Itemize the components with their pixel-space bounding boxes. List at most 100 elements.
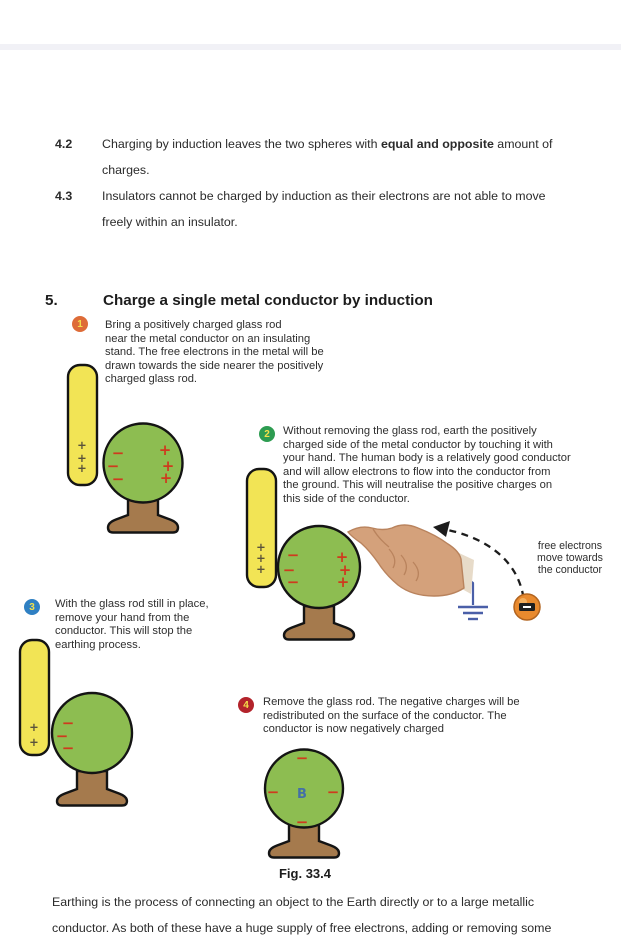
minus-sign: − [112, 444, 125, 462]
step-number: 4 [243, 699, 249, 711]
insulating-stand [55, 769, 129, 807]
metal-conductor [102, 422, 184, 504]
plus-sign: + [336, 548, 349, 566]
figure-caption: Fig. 33.4 [278, 866, 332, 881]
plus-sign: + [339, 561, 352, 579]
plus-sign: + [77, 438, 87, 452]
metal-conductor [263, 748, 345, 829]
footer-paragraph-line: Earthing is the process of connecting an… [52, 895, 535, 909]
step-line: conductor. This will stop the [55, 625, 193, 638]
plus-sign: + [159, 441, 172, 459]
step-3-badge: 3 [24, 599, 40, 615]
item-line: freely within an insulator. [102, 215, 238, 229]
item-text: Charging by induction leaves the two sph… [102, 131, 595, 183]
glass-rod [245, 467, 278, 589]
dashed-arrow [433, 521, 525, 596]
step-line: conductor is now negatively charged [263, 723, 444, 736]
step-line: charged glass rod. [105, 373, 198, 386]
step-4-badge: 4 [238, 697, 254, 713]
step-number: 2 [264, 428, 270, 440]
minus-sign: − [296, 813, 309, 831]
annotation-line: the conductor [537, 563, 603, 576]
step-line: remove your hand from the [55, 611, 190, 624]
hand-image [346, 524, 474, 597]
step-1-badge: 1 [72, 316, 88, 332]
minus-sign: − [62, 739, 75, 757]
plus-sign: + [256, 562, 266, 576]
step-line: charged side of the metal conductor by t… [283, 438, 553, 451]
insulating-stand [282, 604, 356, 641]
list-item-4-3: 4.3 Insulators cannot be charged by indu… [55, 183, 595, 235]
step-line: and will allow electrons to flow into th… [283, 465, 551, 478]
section-title: Charge a single metal conductor by induc… [103, 292, 433, 309]
list-item-4-2: 4.2 Charging by induction leaves the two… [55, 131, 595, 183]
plus-sign: + [29, 735, 39, 749]
insulating-stand [106, 495, 180, 534]
plus-sign: + [337, 573, 350, 591]
step-1-text: Bring a positively charged glass rod nea… [105, 319, 324, 387]
diagram-step-3: + + − − − [18, 638, 134, 807]
step-line: earthing process. [55, 638, 141, 651]
plus-sign: + [160, 469, 173, 487]
item-line: Insulators cannot be charged by inductio… [102, 189, 546, 203]
step-line: the ground. This will neutralise the pos… [283, 479, 553, 492]
step-line: redistributed on the surface of the cond… [263, 709, 507, 722]
electron-icon [513, 593, 541, 621]
item-number: 4.3 [55, 189, 73, 203]
metal-conductor [276, 524, 362, 610]
annotation-line: free electrons [537, 540, 603, 552]
section-number: 5. [45, 292, 58, 309]
minus-sign: − [296, 749, 309, 767]
step-2-badge: 2 [259, 426, 275, 442]
glass-rod [66, 363, 99, 487]
item-text: Insulators cannot be charged by inductio… [102, 183, 595, 235]
insulating-stand [267, 821, 341, 859]
metal-conductor [50, 691, 134, 775]
step-line: stand. The free electrons in the metal w… [105, 346, 324, 359]
plus-sign: + [256, 540, 266, 554]
step-number: 1 [77, 318, 83, 330]
annotation-line: move towards [537, 551, 603, 564]
minus-sign: − [62, 714, 75, 732]
minus-sign: − [287, 573, 300, 591]
minus-sign: − [327, 783, 340, 801]
earth-symbol [458, 605, 488, 621]
item-number: 4.2 [55, 137, 73, 151]
minus-sign: − [267, 783, 280, 801]
minus-sign: − [112, 470, 125, 488]
minus-sign: − [56, 727, 69, 745]
step-line: Without removing the glass rod, earth th… [283, 425, 537, 437]
step-line: near the metal conductor on an insulatin… [105, 332, 311, 345]
step-line: Remove the glass rod. The negative charg… [263, 696, 520, 708]
free-electrons-annotation: free electrons move towards the conducto… [523, 540, 617, 577]
plus-sign: + [77, 451, 87, 465]
step-line: With the glass rod still in place, [55, 598, 209, 610]
item-line: amount of [493, 137, 553, 151]
item-line-bold: equal and opposite [380, 137, 494, 151]
minus-sign: − [107, 457, 120, 475]
step-2-text: Without removing the glass rod, earth th… [283, 425, 571, 507]
plus-sign: + [29, 720, 39, 734]
minus-sign: − [283, 561, 296, 579]
step-line: this side of the conductor. [283, 492, 410, 505]
step-line: drawn towards the side nearer the positi… [105, 359, 324, 372]
step-line: Bring a positively charged glass rod [105, 319, 282, 331]
page-top-divider [0, 44, 621, 50]
diagram-step-2: + + + − − − + + + [245, 467, 541, 641]
plus-sign: + [162, 457, 175, 475]
plus-sign: + [77, 461, 87, 475]
item-line: charges. [102, 163, 150, 177]
diagram-step-4: − − − − B [263, 748, 345, 859]
conductor-b-label: B [297, 787, 307, 802]
minus-sign: − [287, 546, 300, 564]
step-line: your hand. The human body is a relativel… [283, 452, 571, 465]
item-line: Charging by induction leaves the two sph… [102, 137, 381, 151]
footer-paragraph-line: conductor. As both of these have a huge … [52, 921, 552, 935]
diagram-step-1: + + + − − − + + + [66, 363, 184, 534]
step-4-text: Remove the glass rod. The negative charg… [263, 696, 520, 737]
step-number: 3 [29, 601, 35, 613]
step-3-text: With the glass rod still in place, remov… [55, 598, 209, 652]
section-heading: 5. Charge a single metal conductor by ind… [45, 292, 433, 309]
plus-sign: + [256, 551, 266, 565]
